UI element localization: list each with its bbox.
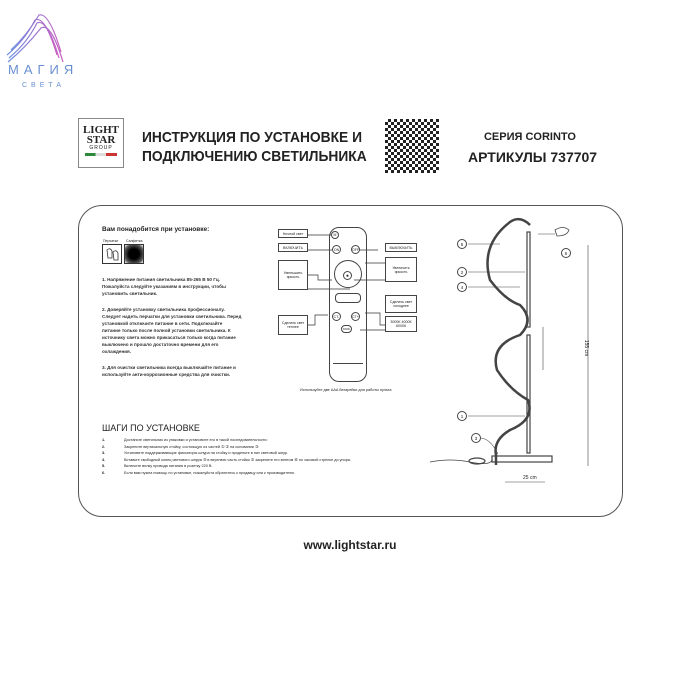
- note-2: 2. Доверяйте установку светильника профе…: [102, 307, 242, 354]
- brand-name: МАГИЯ: [8, 62, 79, 77]
- remote-dial: [334, 260, 362, 288]
- brightness-icon[interactable]: ✺: [343, 271, 352, 280]
- part-3-marker: 3: [471, 433, 481, 443]
- m-button[interactable]: M: [331, 231, 339, 239]
- cloth-icon: [124, 244, 144, 264]
- qr-code-icon[interactable]: [385, 119, 439, 173]
- lamp-drawing: [429, 217, 589, 483]
- label-warm: Сделать свет теплее: [278, 315, 308, 335]
- remote-caption: Используйте две AAA батарейки для работы…: [300, 388, 392, 392]
- website-link[interactable]: www.lightstar.ru: [303, 538, 397, 552]
- step-item: 4.Вставьте свободный конец светового шну…: [102, 457, 351, 462]
- instruction-card: [78, 205, 623, 517]
- part-2-marker: 2: [457, 267, 467, 277]
- on-button[interactable]: ON: [332, 245, 341, 254]
- label-on: ВКЛЮЧИТЬ: [278, 243, 308, 252]
- step-item: 6.Если вам нужна помощь по установке, по…: [102, 470, 296, 475]
- need-title: Вам понадобится при установке:: [102, 226, 210, 233]
- tool-label: Салфетка: [126, 239, 143, 243]
- height-dimension: 155 cm: [583, 339, 590, 357]
- lightstar-logo: LIGHT STAR GROUP: [78, 118, 124, 168]
- steps-list: 1.Достаньте светильник из упаковки и уст…: [102, 437, 351, 476]
- label-night: Ночной свет: [278, 229, 308, 238]
- label-cold: Сделать свет холоднее: [385, 295, 417, 313]
- step-item: 1.Достаньте светильник из упаковки и уст…: [102, 438, 268, 442]
- off-button[interactable]: OFF: [351, 245, 360, 254]
- note-1: 1. Напряжение питания светильника 85-265…: [102, 277, 226, 296]
- tool-label: Перчатки: [103, 239, 119, 243]
- step-item: 2.Закрепите вертикальную стойку, состоящ…: [102, 444, 259, 449]
- note-3: 3. Для очистки светильника всегда выключ…: [102, 365, 236, 377]
- steps-title: ШАГИ ПО УСТАНОВКЕ: [102, 423, 200, 433]
- series-label: СЕРИЯ CORINTO: [483, 131, 576, 143]
- brand-sub: СВЕТА: [22, 82, 66, 89]
- part-5-marker: 5: [457, 239, 467, 249]
- logo-text: STAR: [86, 134, 116, 146]
- width-dimension: 25 cm: [523, 475, 537, 481]
- part-4-marker: 4: [457, 282, 467, 292]
- ct-plus-button[interactable]: CT+: [351, 312, 360, 321]
- label-off: ВЫКЛЮЧИТЬ: [385, 243, 417, 252]
- magia-logo-icon: [6, 14, 64, 63]
- label-dim: Уменьшить яркость: [278, 260, 308, 290]
- part-6-marker: 6: [561, 248, 571, 258]
- step-item: 5.Включите вилку провода питания в розет…: [102, 464, 213, 468]
- step-item: 3.Установите поддерживающие фиксаторы шн…: [102, 451, 289, 455]
- cct-button[interactable]: 3000K: [341, 325, 352, 333]
- label-bright: Увеличить яркость: [385, 257, 417, 282]
- flag-icon: [85, 153, 117, 156]
- label-cct: 3000К 4000К 6000К: [385, 316, 417, 332]
- remote-divider: [333, 363, 363, 364]
- ct-minus-button[interactable]: CT-: [332, 312, 341, 321]
- gloves-icon: [102, 244, 122, 264]
- logo-text: GROUP: [89, 145, 113, 151]
- article-label: АРТИКУЛЫ 737707: [468, 149, 598, 165]
- logo-text: LIGHT: [82, 124, 120, 136]
- part-1-marker: 1: [457, 411, 467, 421]
- remote-display: [335, 293, 361, 303]
- remote-control: [329, 227, 367, 382]
